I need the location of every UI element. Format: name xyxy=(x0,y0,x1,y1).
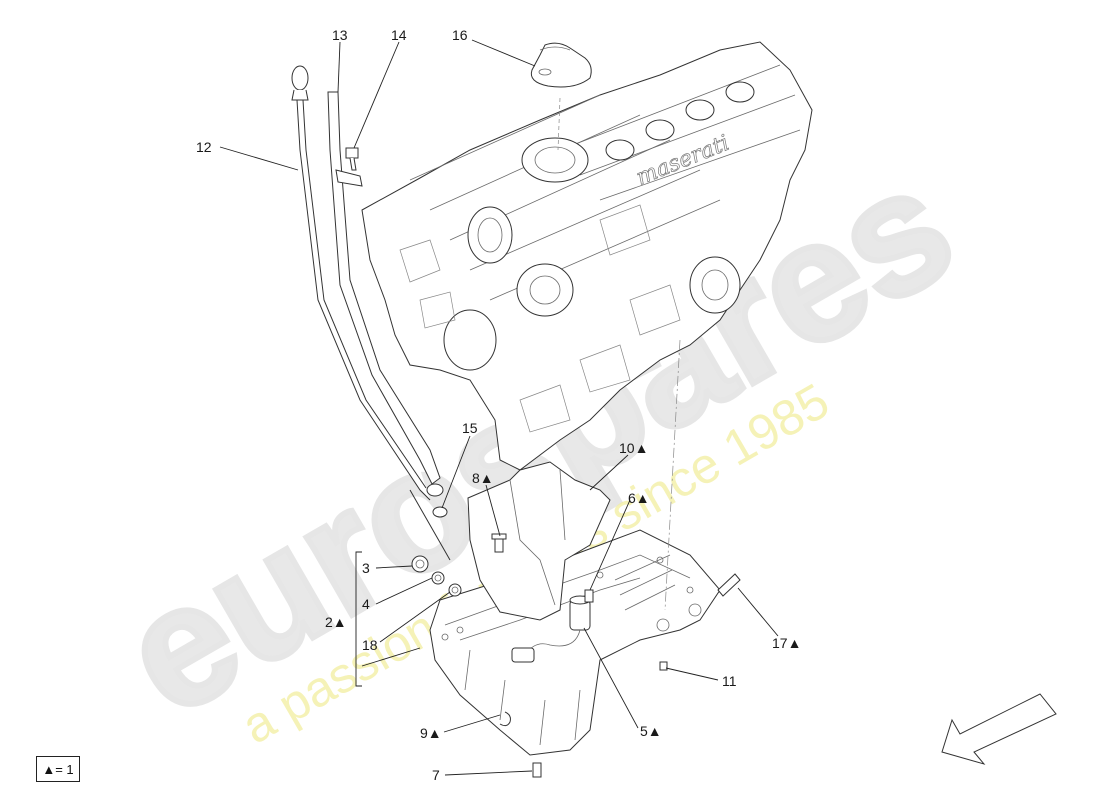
screws xyxy=(491,533,741,778)
callout-9: 9▲ xyxy=(420,725,442,741)
orientation-arrow xyxy=(941,693,1057,765)
callout-14: 14 xyxy=(391,27,407,43)
callout-3: 3 xyxy=(362,560,370,576)
callout-8: 8▲ xyxy=(472,470,494,486)
callout-15: 15 xyxy=(462,420,478,436)
engine-block: maserati xyxy=(361,41,813,471)
seal-ring-15 xyxy=(432,506,448,518)
legend-text: ▲= 1 xyxy=(42,761,74,777)
washer-18 xyxy=(448,583,462,597)
dipstick-tube xyxy=(327,91,451,561)
oil-filler-cap xyxy=(530,42,592,88)
callout-5: 5▲ xyxy=(640,723,662,739)
callout-12: 12 xyxy=(196,139,212,155)
callout-18: 18 xyxy=(362,637,378,653)
callout-2: 2▲ xyxy=(325,614,347,630)
callout-11: 11 xyxy=(722,673,737,689)
legend-box: ▲= 1 xyxy=(36,756,80,782)
drain-plug xyxy=(411,555,429,573)
leader-lines xyxy=(219,39,779,776)
callout-6: 6▲ xyxy=(628,490,650,506)
group-bracket xyxy=(355,551,362,687)
alignment-line xyxy=(664,339,681,611)
callout-13: 13 xyxy=(332,27,348,43)
oil-baffle xyxy=(467,461,611,621)
hook-9 xyxy=(499,711,511,727)
callout-16: 16 xyxy=(452,27,468,43)
callout-7: 7 xyxy=(432,767,440,783)
callout-17: 17▲ xyxy=(772,635,801,651)
callout-10: 10▲ xyxy=(619,440,648,456)
callouts: 12 13 14 16 15 10▲ 8▲ 6▲ 3 4 2▲ 18 17▲ 1… xyxy=(196,27,801,783)
washer-4 xyxy=(431,571,445,585)
callout-4: 4 xyxy=(362,596,370,612)
bolt-14 xyxy=(345,147,359,171)
